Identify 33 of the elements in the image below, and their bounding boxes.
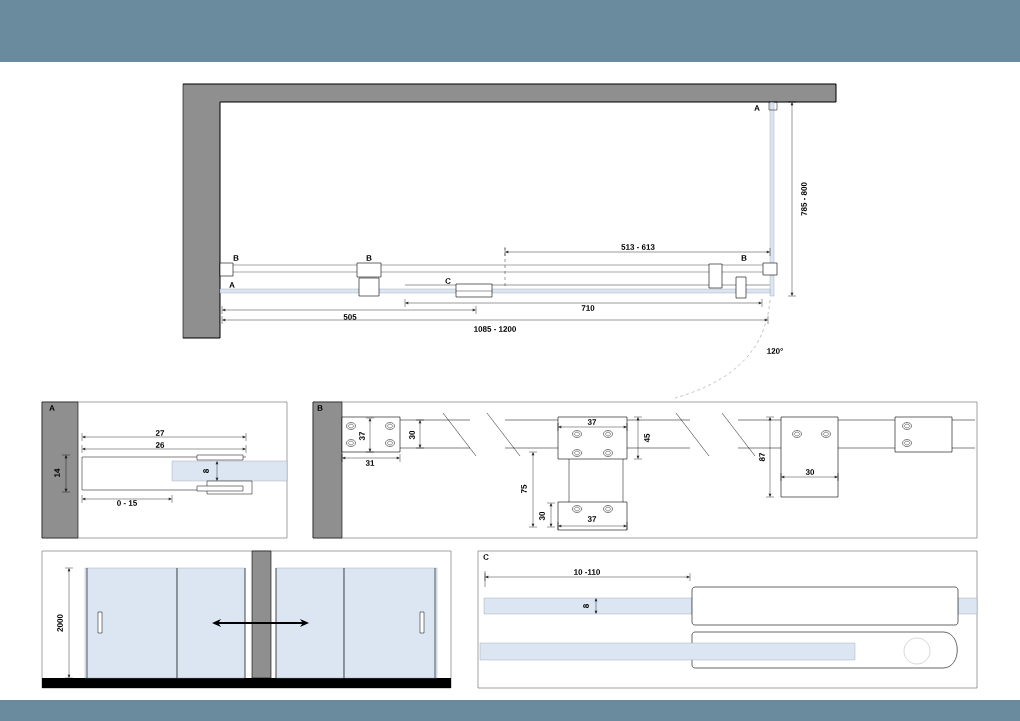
- dimension-label: 30: [539, 511, 545, 521]
- callout-letter: A: [754, 105, 760, 111]
- dimension-label: 87: [759, 452, 765, 462]
- callout-letter: A: [229, 282, 235, 288]
- panel-letter: B: [317, 405, 323, 411]
- callout-letter: B: [366, 255, 372, 261]
- dimension-label: 0 - 15: [117, 500, 137, 506]
- dimension-label: 785 - 800: [801, 182, 807, 216]
- dimension-label: 513 - 613: [621, 244, 655, 250]
- dimension-label: 45: [644, 433, 650, 443]
- dimension-label: 2000: [57, 614, 63, 632]
- panel-letter: C: [483, 554, 489, 560]
- dimension-label: 710: [581, 305, 595, 311]
- dimension-label: 37: [359, 431, 365, 441]
- dimension-label: 26: [155, 442, 165, 448]
- dimension-label: 75: [521, 484, 527, 494]
- dimension-label: 31: [365, 460, 375, 466]
- dimension-label: 27: [155, 430, 165, 436]
- dimension-label: 14: [54, 468, 60, 477]
- callout-letter: C: [445, 278, 451, 284]
- dimension-label: 37: [587, 516, 597, 522]
- dimension-label: 505: [343, 314, 357, 320]
- dimension-label: 30: [409, 430, 415, 440]
- dimension-label: 30: [805, 469, 815, 475]
- dimension-label: 37: [587, 419, 597, 425]
- callout-letter: B: [233, 255, 239, 261]
- panel-letter: A: [49, 405, 55, 411]
- callout-letter: B: [741, 255, 747, 261]
- dimension-label: 10 -110: [574, 569, 601, 575]
- dimension-label: 1085 - 1200: [474, 326, 516, 332]
- dimension-label: 8: [583, 604, 589, 608]
- angle-label: 120°: [767, 348, 783, 354]
- dimension-label: 8: [203, 469, 209, 473]
